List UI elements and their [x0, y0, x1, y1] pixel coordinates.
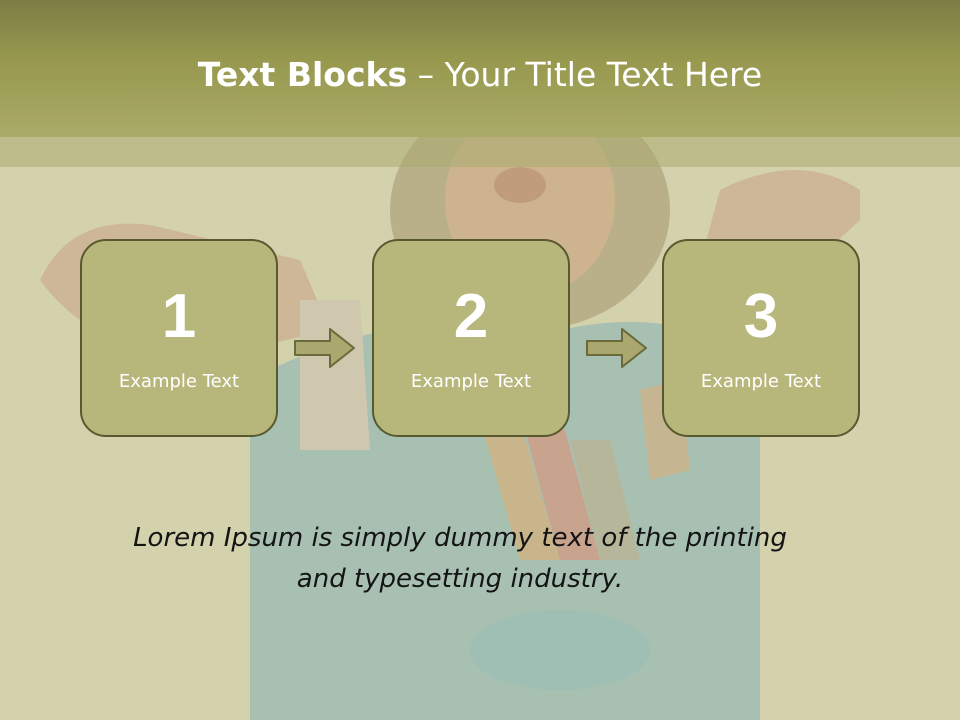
caption-line-1: Lorem Ipsum is simply dummy text of the …: [133, 523, 787, 553]
title-bold-part: Text Blocks: [197, 55, 408, 94]
caption-line-2: and typesetting industry.: [296, 564, 624, 594]
title-rest-part: – Your Title Text Here: [407, 55, 763, 94]
caption-text: Lorem Ipsum is simply dummy text of the …: [80, 518, 840, 600]
step-label: Example Text: [700, 371, 822, 392]
slide-title: Text Blocks – Your Title Text Here: [0, 52, 960, 98]
step-number: 2: [453, 282, 489, 351]
step-block-1: 1 Example Text: [80, 239, 278, 437]
step-number: 3: [743, 282, 779, 351]
step-label: Example Text: [118, 371, 240, 392]
right-arrow-icon: [586, 328, 647, 368]
step-label: Example Text: [410, 371, 532, 392]
step-block-2: 2 Example Text: [372, 239, 570, 437]
step-number: 1: [161, 282, 197, 351]
title-band: [0, 0, 960, 137]
step-block-3: 3 Example Text: [662, 239, 860, 437]
title-strip: [0, 137, 960, 167]
right-arrow-icon: [294, 328, 355, 368]
